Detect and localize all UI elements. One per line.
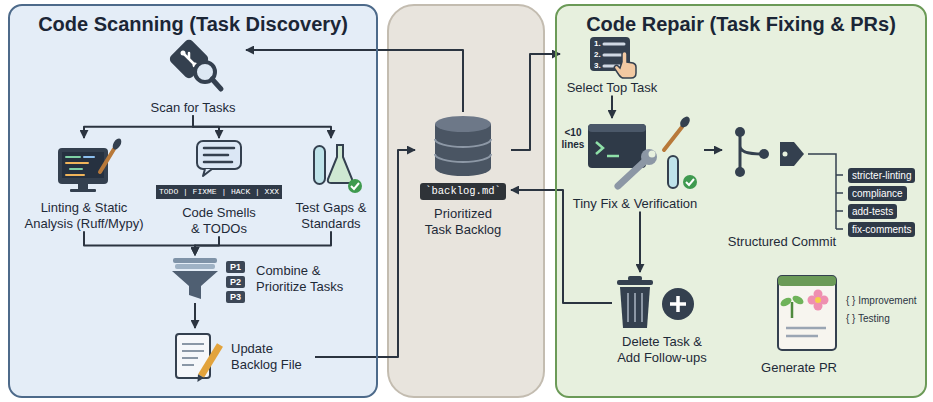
step-label: Generate PR bbox=[755, 360, 843, 376]
step-label: Structured Commit bbox=[722, 234, 842, 250]
process-step: Update Backlog File bbox=[165, 328, 315, 386]
priority-tag: P3 bbox=[226, 291, 245, 303]
step-label: Linting & Static Analysis (Ruff/Mypy) bbox=[20, 200, 148, 231]
process-step: Scan for Tasks bbox=[140, 36, 246, 116]
commit-tag: add-tests bbox=[848, 204, 897, 219]
lint-icon bbox=[58, 137, 123, 192]
flow-arrow bbox=[84, 231, 195, 255]
process-step: Tiny Fix & Verification bbox=[566, 118, 704, 212]
backlog-panel bbox=[388, 5, 544, 397]
process-step: Select Top Task bbox=[560, 34, 664, 96]
process-step: Linting & Static Analysis (Ruff/Mypy) bbox=[20, 138, 148, 231]
commit-icon bbox=[735, 127, 843, 229]
flow-arrow bbox=[194, 303, 196, 328]
step-label: Delete Task & Add Follow-ups bbox=[612, 334, 712, 365]
smell-icon bbox=[197, 141, 241, 176]
list-number: 3. bbox=[594, 61, 601, 70]
priority-tag: P2 bbox=[226, 276, 245, 288]
step-label: Combine & Prioritize Tasks bbox=[256, 263, 356, 294]
step-label: Tiny Fix & Verification bbox=[566, 196, 704, 212]
pr-section: { } Improvement bbox=[846, 294, 917, 307]
process-step: Combine & Prioritize Tasks bbox=[160, 255, 356, 303]
delete-icon bbox=[617, 276, 694, 328]
database-icon bbox=[435, 116, 491, 176]
process-step: Generate PR bbox=[755, 270, 843, 376]
list-number: 2. bbox=[594, 50, 601, 59]
flow-arrow bbox=[246, 50, 463, 112]
process-step: Structured Commit bbox=[722, 118, 842, 250]
fix-icon bbox=[588, 115, 697, 189]
panel-title: Code Repair (Task Fixing & PRs) bbox=[557, 12, 925, 36]
test-icon bbox=[314, 145, 362, 193]
step-label: Scan for Tasks bbox=[140, 100, 246, 116]
step-label: Select Top Task bbox=[560, 80, 664, 96]
flow-arrow bbox=[611, 96, 613, 118]
list-number: 1. bbox=[594, 39, 601, 48]
select-icon bbox=[590, 37, 636, 78]
flow-arrow bbox=[511, 54, 560, 150]
pr-section: { } Testing bbox=[846, 312, 890, 325]
section-panel: Code Scanning (Task Discovery) Scan for T… bbox=[8, 4, 378, 398]
pr-icon bbox=[778, 276, 836, 350]
section-panel: Code Repair (Task Fixing & PRs) Select To… bbox=[555, 4, 927, 398]
step-label: Update Backlog File bbox=[231, 341, 311, 372]
marker-strip: TODO | FIXME | HACK | XXX bbox=[156, 185, 282, 199]
flow-arrow bbox=[193, 116, 331, 138]
process-step: Delete Task & Add Follow-ups bbox=[612, 272, 712, 365]
flow-arrow bbox=[704, 149, 722, 151]
process-step: TODO | FIXME | HACK | XXX Code Smells & T… bbox=[153, 138, 285, 236]
update-icon bbox=[176, 334, 220, 382]
commit-tag: stricter-linting bbox=[848, 168, 915, 183]
process-step: Test Gaps & Standards bbox=[290, 138, 372, 231]
scan-panel-fill bbox=[9, 5, 377, 397]
step-label: Test Gaps & Standards bbox=[290, 200, 372, 231]
scan-icon bbox=[168, 38, 221, 89]
flow-arrow bbox=[84, 116, 193, 138]
step-label: Prioritized Task Backlog bbox=[421, 206, 505, 237]
panel-title: Code Scanning (Task Discovery) bbox=[10, 12, 376, 36]
commit-tag: compliance bbox=[848, 186, 907, 201]
commit-tag: fix-comments bbox=[848, 222, 915, 237]
file-tag: `backlog.md` bbox=[420, 183, 506, 200]
step-label: Code Smells & TODOs bbox=[177, 205, 261, 236]
priority-tag: P1 bbox=[226, 261, 245, 273]
repair-panel-fill bbox=[556, 5, 926, 397]
size-note: <10 lines bbox=[560, 127, 586, 151]
backlog-store: `backlog.md` Prioritized Task Backlog bbox=[415, 112, 511, 237]
flow-arrow bbox=[639, 212, 641, 272]
flow-arrow bbox=[315, 150, 415, 357]
funnel-icon bbox=[172, 258, 218, 299]
